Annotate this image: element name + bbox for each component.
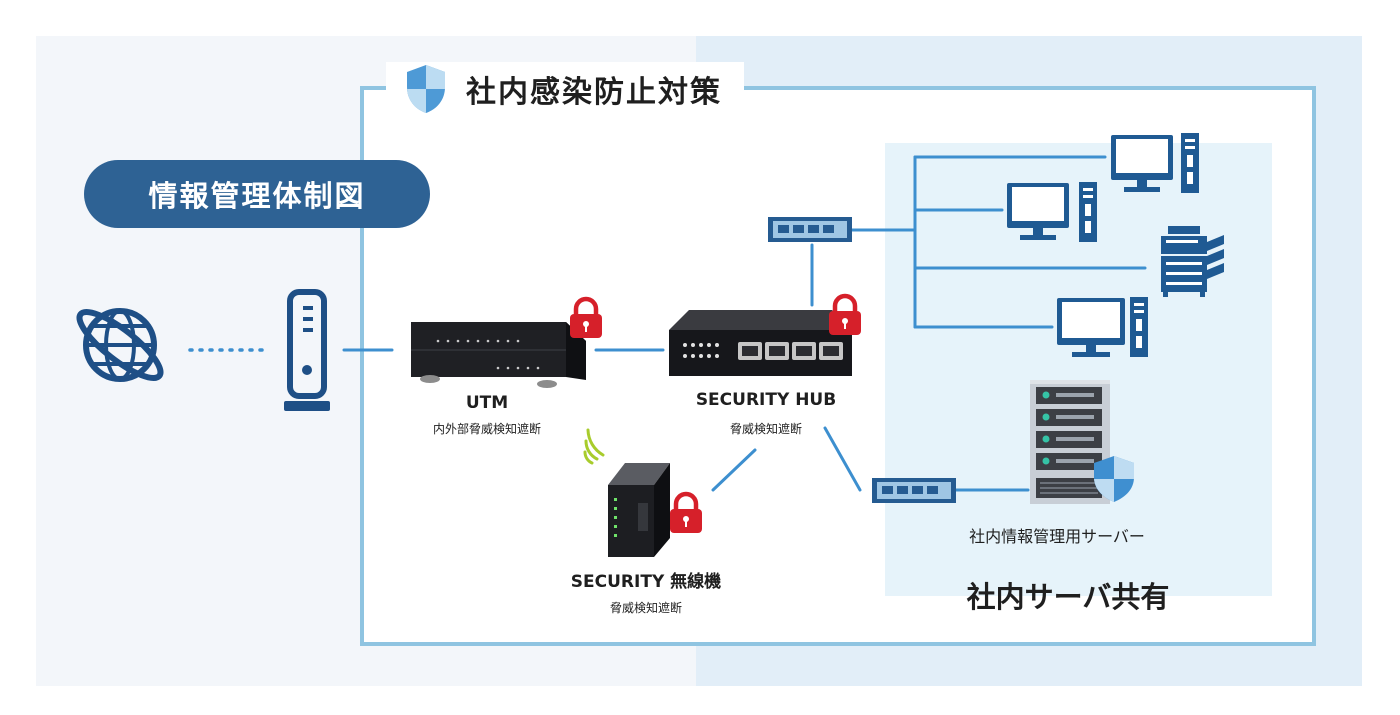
lock-icon bbox=[670, 491, 702, 533]
lock-icon bbox=[829, 293, 861, 335]
wireless-description: 脅威検知遮断 bbox=[609, 601, 682, 615]
security-hub-description: 脅威検知遮断 bbox=[729, 422, 802, 436]
shield-icon bbox=[407, 65, 445, 113]
printer-icon bbox=[1161, 226, 1224, 297]
hub-wireless-link bbox=[711, 448, 757, 492]
lock-icon bbox=[570, 296, 602, 338]
server-icon bbox=[1030, 380, 1134, 504]
diagram-badge: 情報管理体制図 bbox=[84, 160, 430, 228]
pc-icon bbox=[1057, 297, 1148, 357]
switch-icon bbox=[872, 478, 956, 503]
hub-switch2-link bbox=[823, 426, 862, 492]
server-share-area bbox=[885, 143, 1272, 596]
pc-icon bbox=[1111, 133, 1199, 193]
wireless-label: SECURITY 無線機 bbox=[570, 572, 722, 592]
utm-label: UTM bbox=[465, 393, 509, 413]
diagram-title: 社内感染防止対策 bbox=[386, 62, 744, 116]
server-share-label: 社内サーバ共有 bbox=[966, 580, 1170, 614]
connection-lines bbox=[188, 155, 1147, 492]
modem-icon bbox=[284, 289, 330, 411]
security-hub-label: SECURITY HUB bbox=[695, 390, 837, 410]
title-text: 社内感染防止対策 bbox=[466, 75, 722, 110]
server-label: 社内情報管理用サーバー bbox=[969, 527, 1145, 546]
globe-icon bbox=[76, 308, 164, 382]
switch-icon bbox=[768, 217, 852, 242]
utm-device-icon bbox=[411, 322, 586, 388]
wifi-signal-icon bbox=[583, 428, 605, 465]
wireless-router-icon bbox=[608, 463, 670, 557]
utm-description: 内外部脅威検知遮断 bbox=[432, 422, 541, 436]
security-hub-icon bbox=[669, 310, 852, 376]
pc-icon bbox=[1007, 182, 1097, 242]
